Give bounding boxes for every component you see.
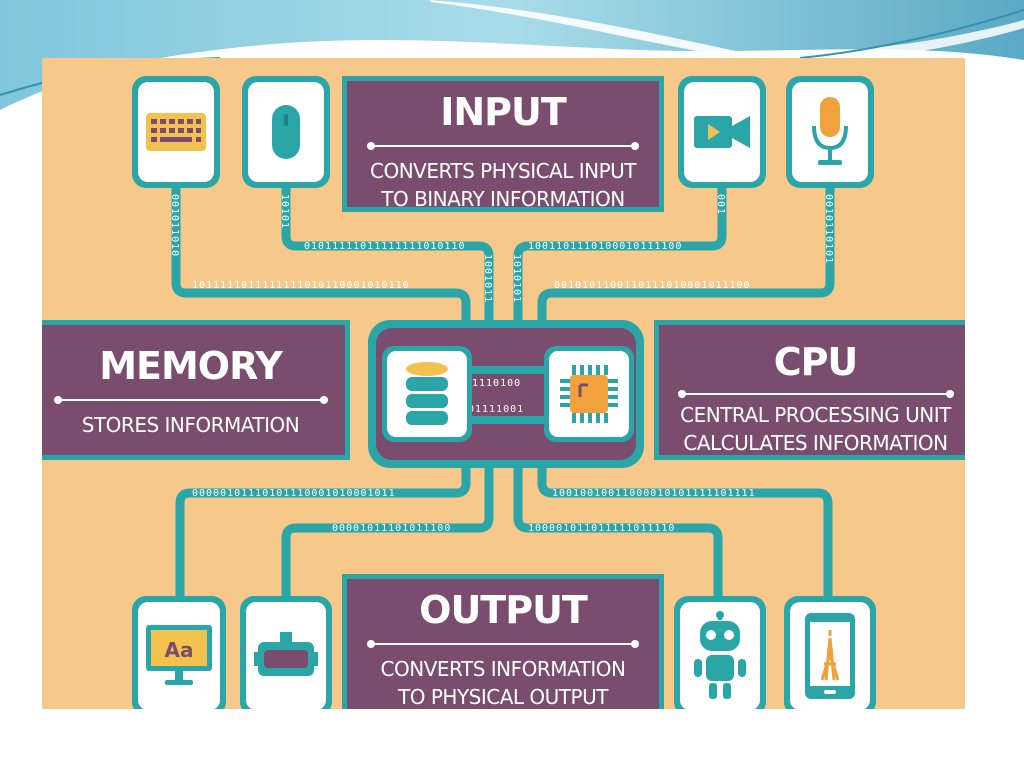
database-icon xyxy=(406,362,448,425)
binary-stream: 01111001 xyxy=(468,404,525,415)
smartphone-icon xyxy=(805,613,855,699)
cpu-description-line2: CALCULATES INFORMATION xyxy=(683,431,948,455)
data-wires xyxy=(171,183,835,603)
mouse-device xyxy=(242,76,330,188)
binary-stream: 100001011011111011110 xyxy=(528,523,676,534)
vr-headset-device xyxy=(240,596,332,709)
input-description-line2: TO BINARY INFORMATION xyxy=(381,187,625,211)
memory-title: MEMORY xyxy=(99,344,283,388)
svg-text:Aa: Aa xyxy=(165,638,194,662)
binary-stream: 10010010011000010101111101111 xyxy=(552,488,756,499)
microphone-icon xyxy=(812,97,848,165)
cpu-title: CPU xyxy=(773,340,859,384)
microphone-device xyxy=(786,76,874,188)
input-panel: INPUT CONVERTS PHYSICAL INPUT TO BINARY … xyxy=(342,76,664,212)
robot-icon xyxy=(694,611,746,699)
binary-stream: 0010101100110111010001011100 xyxy=(554,280,751,291)
binary-stream: 1001101110100010111100 xyxy=(528,241,683,252)
input-description-line1: CONVERTS PHYSICAL INPUT xyxy=(369,159,637,183)
output-divider xyxy=(367,640,639,648)
memory-description: STORES INFORMATION xyxy=(81,413,300,437)
memory-panel: MEMORY STORES INFORMATION xyxy=(42,320,350,460)
output-description-line2: TO PHYSICAL OUTPUT xyxy=(398,685,608,709)
hub: 1110100 01111001 xyxy=(368,320,644,468)
binary-stream: 0010110101 xyxy=(823,194,834,265)
memory-divider xyxy=(53,396,328,404)
keyboard-icon xyxy=(146,113,206,151)
monitor-device: Aa xyxy=(132,596,226,709)
cpu-unit xyxy=(544,346,634,442)
binary-stream: 00001011101011100 xyxy=(332,523,452,534)
binary-stream: 001011010 xyxy=(169,194,180,258)
binary-stream: 00000101110101110001010001011 xyxy=(192,488,396,499)
binary-stream: 1001011 xyxy=(482,254,493,304)
cpu-description-line1: CENTRAL PROCESSING UNIT xyxy=(680,403,951,427)
smartphone-device xyxy=(784,596,876,709)
monitor-icon: Aa xyxy=(146,625,212,685)
binary-stream: 1010101 xyxy=(511,254,522,304)
mouse-icon xyxy=(272,105,300,159)
input-title: INPUT xyxy=(440,90,567,134)
binary-stream: 1011111011111111010110001010110 xyxy=(192,280,410,291)
binary-stream: 001 xyxy=(715,194,726,216)
computer-architecture-diagram: 01011111011111111010110 1011111011111111… xyxy=(42,58,965,709)
cpu-chip-icon xyxy=(560,365,618,423)
hub-link-lower xyxy=(464,416,548,424)
cpu-panel: CPU CENTRAL PROCESSING UNIT CALCULATES I… xyxy=(654,320,965,460)
output-title: OUTPUT xyxy=(419,588,588,632)
robot-device xyxy=(674,596,766,709)
hub-link-upper xyxy=(464,366,548,374)
vr-headset-icon xyxy=(254,632,318,676)
output-description-line1: CONVERTS INFORMATION xyxy=(380,657,626,681)
binary-stream: 01011111011111111010110 xyxy=(304,241,466,252)
binary-stream: 1110100 xyxy=(472,378,522,389)
video-camera-device xyxy=(678,76,766,188)
memory-unit xyxy=(382,346,472,442)
binary-stream: 10101 xyxy=(279,194,290,230)
video-camera-icon xyxy=(694,116,750,148)
input-divider xyxy=(367,142,639,150)
keyboard-device xyxy=(132,76,220,188)
cpu-divider xyxy=(677,390,954,398)
output-panel: OUTPUT CONVERTS INFORMATION TO PHYSICAL … xyxy=(342,574,664,709)
